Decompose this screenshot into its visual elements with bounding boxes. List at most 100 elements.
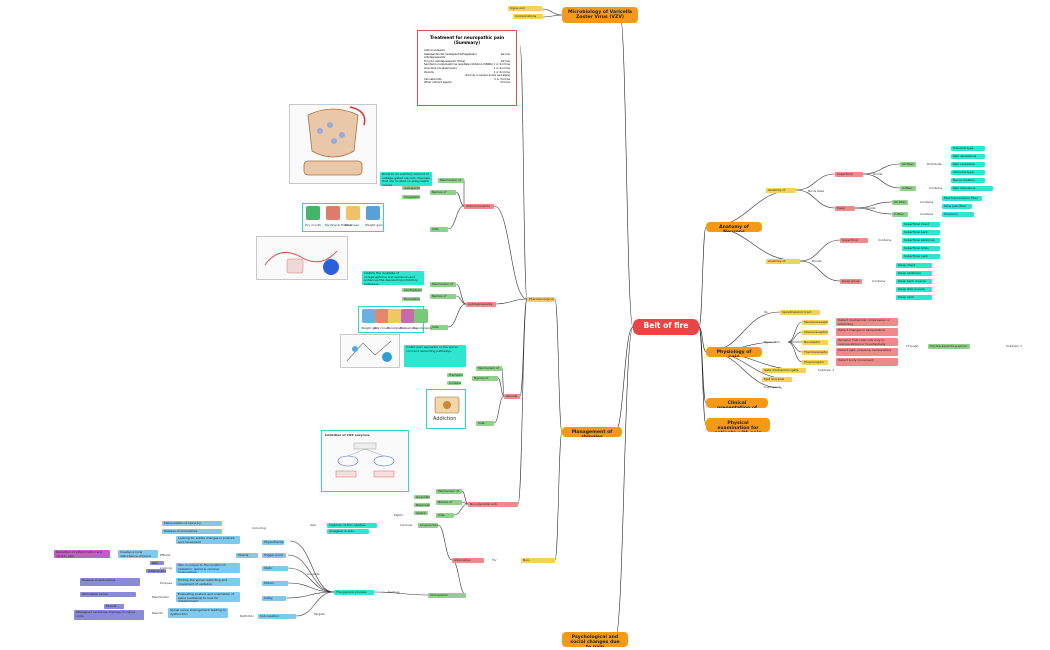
node-receptor-desc-3[interactable]: Receptor that responds only to noxious s… (836, 338, 898, 346)
node-anatomy-fibers[interactable]: Anatomy of fibers (766, 188, 796, 193)
node-derm-sup-2[interactable]: Superficial back (902, 230, 940, 235)
node-receptor-3[interactable]: Nociceptor (802, 340, 828, 345)
node-derm-sup-1[interactable]: Superficial chest (902, 222, 940, 227)
node-anticonv-moa[interactable]: Mechanism of action (438, 178, 464, 183)
node-desc-1[interactable]: Looking for subtle changes in posture an… (176, 536, 240, 544)
node-aspirin[interactable]: Aspirin (414, 511, 428, 515)
topic-management[interactable]: Management of shingles (562, 427, 622, 437)
node-including[interactable]: Release of endorphins (162, 529, 222, 534)
topic-microbiology[interactable]: Microbiology of Varicella Zoster Virus (… (562, 7, 638, 23)
node-thin-needle[interactable]: Insertion of thin needles (327, 523, 377, 528)
node-anticonv-side[interactable]: Side effects (430, 227, 448, 232)
node-acupuncture[interactable]: Acupuncture (418, 523, 438, 528)
node-receptor-5[interactable]: Proprioceptor (802, 360, 828, 365)
node-desc-2[interactable]: Pain is unique to the location of palpat… (176, 563, 240, 573)
node-deep-item-3[interactable]: Provision specification (942, 212, 974, 217)
node-subluxation[interactable]: Sub-luxation complexes (258, 614, 296, 619)
node-manipulation[interactable]: Manipulation of spine by chiropractor (162, 521, 222, 526)
node-deep[interactable]: Deep group (835, 206, 855, 211)
node-antidepressants[interactable]: Antidepressants (466, 302, 496, 307)
node-fast-slow[interactable]: Fast and slow pain (762, 377, 792, 382)
root-topic[interactable]: Belt of fire (633, 319, 699, 335)
node-deep-c[interactable]: C-fiber (892, 212, 908, 217)
node-derm-deep-1[interactable]: Deep chest (896, 263, 932, 268)
node-ad-item-5[interactable]: Nerve location (951, 178, 985, 183)
node-receptor-4[interactable]: Thermoreceptor (802, 350, 828, 355)
node-stimulate[interactable]: Stimulates nerve (80, 592, 136, 597)
node-receptor-desc-2[interactable]: Detect changes in temperature (836, 328, 898, 336)
node-receptor-1[interactable]: Mechanoreceptor (802, 320, 828, 325)
node-amitriptyline[interactable]: Amitriptyline (402, 288, 422, 292)
node-deep-item-1[interactable]: Fast transmission fiber (942, 196, 982, 201)
node-receptor-desc-4[interactable]: Detect light, pressure, temperature (836, 348, 898, 356)
node-derm-deep[interactable]: Deep group (840, 279, 862, 284)
node-anatomy-dermatome[interactable]: Anatomy of dermatome (766, 259, 800, 264)
topic-anatomy[interactable]: Anatomy of Neurons (706, 222, 762, 232)
node-antidep-moa[interactable]: Mechanism of action (430, 282, 456, 287)
node-release[interactable]: Release of endorphins (80, 578, 140, 586)
topic-physiology[interactable]: Physiology of pain (706, 347, 762, 357)
node-derm-sup-5[interactable]: Superficial neck (902, 254, 940, 259)
node-chiropractic[interactable]: Chiropractic adjustment (428, 593, 466, 598)
node-deep-ad[interactable]: Aδ-fiber (892, 200, 908, 205)
node-pregabalin[interactable]: Pregabalin (402, 195, 420, 199)
node-derm-deep-2[interactable]: Deep abdomen (896, 271, 932, 276)
node-complications[interactable]: Complications (513, 14, 543, 19)
node-reduction[interactable]: Reduction of inflammation and chronic pa… (54, 550, 110, 558)
node-naproxen[interactable]: Naproxen (414, 503, 430, 507)
node-cup[interactable]: Creates a local disturbance of blood flo… (118, 550, 158, 558)
node-muscle-palp[interactable]: Muscle Palpation (236, 553, 258, 558)
node-codeine[interactable]: Codeine (447, 381, 461, 385)
node-analgesic[interactable]: Analgesic & anti-inflammatory (327, 529, 369, 534)
node-antidep-names[interactable]: Names of drugs (430, 294, 456, 299)
node-pharmacological[interactable]: Pharmacological (527, 297, 555, 302)
node-derm-sup-4[interactable]: Superficial limbs (902, 246, 940, 251)
topic-clinical[interactable]: Clinical presentation of pain (706, 398, 768, 408)
node-derm-deep-5[interactable]: Deep neck (896, 295, 932, 300)
node-gate[interactable]: Gate mechanism (gate theory) (762, 368, 806, 373)
node-tramadol[interactable]: Tramadol (447, 373, 463, 377)
node-desc-6[interactable]: Spinal nerve impingement leading to dysf… (168, 608, 228, 618)
node-general-process[interactable]: The general process (334, 590, 374, 595)
node-opioid-moa[interactable]: Mechanism of action (476, 366, 502, 371)
node-via[interactable]: Via the ascending spinal tracts (928, 344, 970, 349)
node-c-item[interactable]: Pain impulse is quantified (951, 186, 993, 191)
node-gabapentin[interactable]: Gabapentin (402, 186, 420, 190)
node-receptor-desc-5[interactable]: Detect body movement (836, 358, 898, 366)
node-nsaid-side[interactable]: Side effects (436, 513, 454, 518)
node-signs[interactable]: Signs and symptoms (508, 6, 542, 11)
node-xray[interactable]: X-Ray Analysis (262, 596, 286, 601)
node-pain[interactable]: Pain (150, 561, 164, 565)
node-c-fiber[interactable]: C-fiber (900, 186, 916, 191)
node-derm-deep-3[interactable]: Deep back muscle (896, 279, 932, 284)
node-derm-deep-4[interactable]: Deep limb muscle (896, 287, 932, 292)
node-nsaid-moa[interactable]: Mechanism of action (436, 489, 462, 494)
node-ad-fiber[interactable]: Aδ-fiber (900, 162, 916, 167)
node-anticonv-names[interactable]: Names of drugs (430, 190, 456, 195)
topic-physical-exam[interactable]: Physical examination for patients with p… (706, 418, 770, 432)
node-superficial[interactable]: Superficial group (835, 172, 863, 177)
node-ad-item-2[interactable]: Pain sensations (951, 154, 985, 159)
node-muscle-spasm[interactable]: Muscle spasm (104, 604, 124, 609)
node-stt[interactable]: Spinothalamic tract (STT) (780, 310, 820, 315)
node-opioids[interactable]: Opioids (504, 394, 520, 399)
node-motion[interactable]: Motion Palpation (262, 581, 288, 586)
node-trigger[interactable]: Trigger point (262, 553, 286, 558)
node-duloxetine[interactable]: Duloxetine (402, 297, 420, 301)
node-anticonvulsants[interactable]: Anticonvulsants (464, 204, 494, 209)
node-desc-4[interactable]: Evaluating posture and orientation of sp… (176, 592, 240, 602)
node-derm-sup-3[interactable]: Superficial abdomen (902, 238, 940, 243)
node-opioid-names[interactable]: Names of drugs (472, 376, 498, 381)
node-nsaid-names[interactable]: Names of drugs (436, 500, 462, 505)
node-desc-3[interactable]: Finding the spinal restricting and movem… (176, 578, 240, 586)
node-antidep-side[interactable]: Side effects (430, 325, 448, 330)
topic-psych[interactable]: Psychological and social changes due to … (562, 632, 628, 647)
node-nonpharm[interactable]: Non-pharmacological (521, 558, 555, 563)
node-ibuprofen[interactable]: Ibuprofen (414, 495, 430, 499)
node-opioid-side[interactable]: Side effects (476, 421, 494, 426)
node-receptor-desc-1[interactable]: Detect mechanical compression or stretch… (836, 318, 898, 326)
node-static[interactable]: Static Palpation (262, 566, 288, 571)
node-ad-item-4[interactable]: Stimulus type (951, 170, 985, 175)
node-derm-superficial[interactable]: Superficial group (840, 238, 868, 243)
node-receptor-2[interactable]: Chemoreceptors (802, 330, 828, 335)
